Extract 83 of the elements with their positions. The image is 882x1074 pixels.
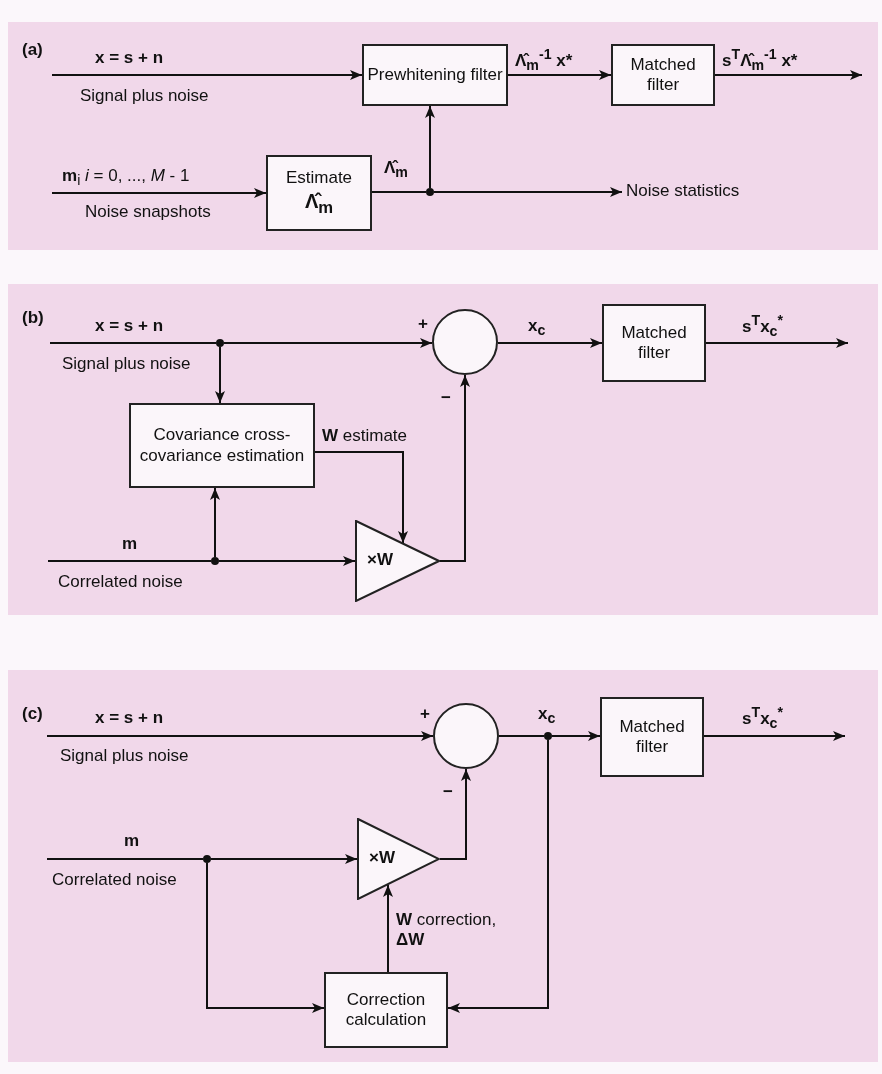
gain-label: ×W [367,550,393,571]
panel-label: (c) [22,704,43,725]
edge-label: Λ̂$_{m}$ [384,158,408,182]
arrow [51,70,363,80]
summing-junction [432,309,498,375]
arrow [218,556,356,566]
arrow [314,451,408,544]
edge-label: m [122,534,138,555]
arrow [215,346,225,404]
signal-line [498,735,545,737]
signal-name: Noise snapshots [85,202,211,223]
edge-label: x = s + n [95,48,164,69]
arrow [497,338,603,348]
panel-background [8,284,878,615]
sign-label: + [418,314,428,335]
arrow [439,374,470,562]
junction-dot [544,732,552,740]
panel-label: (a) [22,40,43,61]
edge-label: Λ̂$_{m}$$^{-1}$ x* [515,46,573,75]
signal-line [47,560,212,562]
junction-dot [426,188,434,196]
signal-name: Correlated noise [58,572,183,593]
signal-name: Signal plus noise [80,86,209,107]
junction-dot [216,339,224,347]
arrow [210,487,220,558]
block-label: Matched filter [629,54,697,96]
sign-label: − [441,388,451,409]
amplifier-triangle [355,520,440,602]
arrow [210,854,358,864]
arrow [433,187,623,197]
edge-label: x$_{c}$ [528,316,546,340]
arrow [714,70,863,80]
block-label: Correction calculation [344,989,428,1031]
process-box [600,697,704,777]
arrow [447,739,549,1013]
process-box [602,304,706,382]
sign-label: + [420,704,430,725]
process-box [266,155,372,231]
edge-label: m [124,831,140,852]
edge-label: x$_{c}$ [538,704,556,728]
arrow [425,105,435,189]
sign-label: − [443,782,453,803]
signal-name: Signal plus noise [60,746,189,767]
signal-line [46,858,204,860]
arrow [703,731,846,741]
panel-background [8,22,878,250]
edge-label: s$^{T}$Λ̂$_{m}$$^{-1}$ x* [722,46,798,75]
arrow [439,768,471,860]
signal-line [49,342,217,344]
edge-label: m$_{i}$ i = 0, ..., M - 1 [62,166,190,190]
block-label: Estimate [285,168,353,189]
arrow [383,884,393,973]
arrow [223,338,433,348]
block-label: Λ̂$_{m}$ [304,188,334,218]
process-box [362,44,508,106]
edge-label: W estimate [322,426,408,447]
block-label: Prewhitening filter [367,64,503,86]
signal-name: Signal plus noise [62,354,191,375]
signal-line [371,191,427,193]
output-label: Noise statistics [626,181,740,202]
arrow [705,338,849,348]
summing-junction [433,703,499,769]
gain-label: ×W [369,848,395,869]
junction-dot [211,557,219,565]
block-label: Matched filter [618,716,686,758]
arrow [206,862,325,1013]
arrow [46,731,434,741]
panel-background [8,670,878,1062]
block-label: Matched filter [620,322,688,364]
process-box [129,403,315,488]
block-label: Covariance cross-covariance estimation [138,425,306,466]
arrow [551,731,601,741]
panel-label: (b) [22,308,44,329]
arrow [507,70,612,80]
arrow [51,188,267,198]
amplifier-triangle [357,818,440,900]
junction-dot [203,855,211,863]
edge-label: x = s + n [95,316,164,337]
edge-label: W correction, ΔW [396,910,498,951]
edge-label: x = s + n [95,708,164,729]
process-box [611,44,715,106]
process-box [324,972,448,1048]
signal-name: Correlated noise [52,870,177,891]
